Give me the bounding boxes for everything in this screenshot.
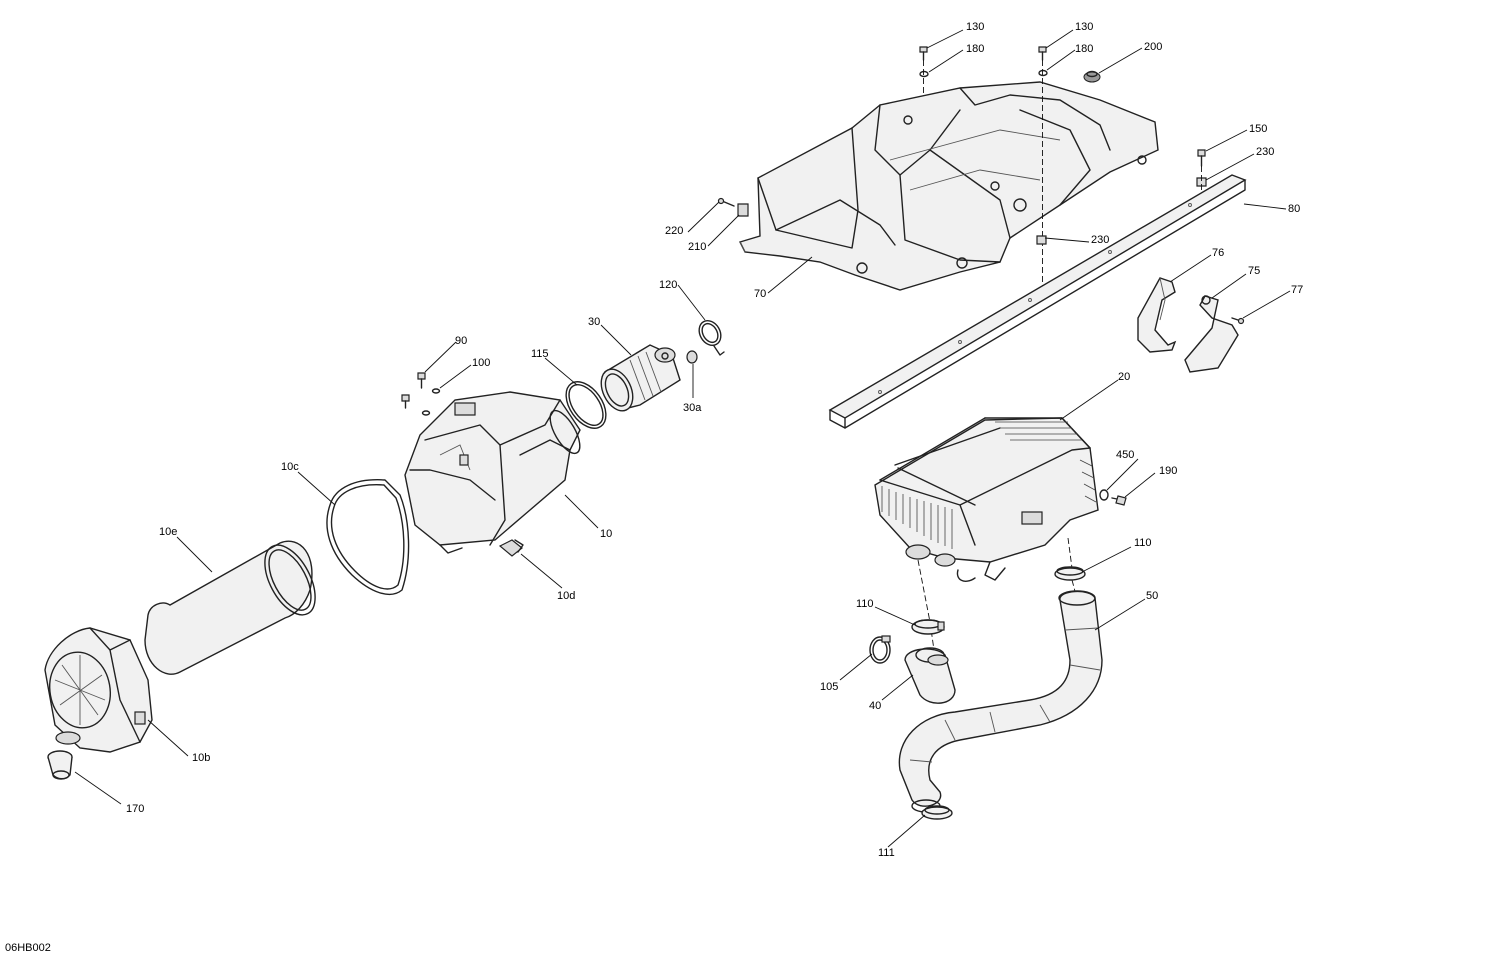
part-170-valve bbox=[47, 750, 73, 780]
label-10c: 10c bbox=[281, 461, 299, 473]
washer-100 bbox=[431, 388, 441, 394]
grommet-200 bbox=[1083, 70, 1101, 83]
label-120: 120 bbox=[659, 279, 677, 291]
label-75: 75 bbox=[1248, 265, 1260, 277]
diagram-code: 06HB002 bbox=[5, 942, 51, 954]
label-10d: 10d bbox=[557, 590, 575, 602]
label-100: 100 bbox=[472, 357, 490, 369]
cover-ribs bbox=[54, 655, 106, 725]
label-130-left: 130 bbox=[966, 21, 984, 33]
clamp-120 bbox=[698, 319, 725, 356]
washer-100-b bbox=[421, 410, 431, 416]
part-76-bracket bbox=[1137, 277, 1177, 353]
label-230-top: 230 bbox=[1256, 146, 1274, 158]
clamp-110-right bbox=[1054, 566, 1086, 581]
part-20-intercooler bbox=[874, 417, 1099, 582]
part-80-mounting-bar bbox=[828, 174, 1247, 429]
washer-180-right bbox=[1038, 69, 1048, 77]
clamp-111 bbox=[921, 805, 953, 820]
label-77: 77 bbox=[1291, 284, 1303, 296]
label-105: 105 bbox=[820, 681, 838, 693]
label-20: 20 bbox=[1118, 371, 1130, 383]
label-90: 90 bbox=[455, 335, 467, 347]
part-10c-gasket bbox=[326, 479, 410, 595]
label-110-right: 110 bbox=[1134, 537, 1152, 549]
label-180-right: 180 bbox=[1075, 43, 1093, 55]
label-10b: 10b bbox=[192, 752, 210, 764]
part-30-intake-adapter bbox=[600, 344, 681, 412]
label-115: 115 bbox=[531, 348, 549, 360]
label-30: 30 bbox=[588, 316, 600, 328]
clamp-110-left bbox=[911, 619, 945, 635]
label-170: 170 bbox=[126, 803, 144, 815]
label-190: 190 bbox=[1159, 465, 1177, 477]
part-10b-cover bbox=[44, 627, 153, 753]
leader-lines bbox=[74, 29, 1291, 848]
label-80: 80 bbox=[1288, 203, 1300, 215]
washer-180-left bbox=[919, 70, 929, 78]
label-150: 150 bbox=[1249, 123, 1267, 135]
label-10e: 10e bbox=[159, 526, 177, 538]
bolt-150 bbox=[1197, 149, 1206, 167]
label-76: 76 bbox=[1212, 247, 1224, 259]
label-200: 200 bbox=[1144, 41, 1162, 53]
washer-450 bbox=[1099, 489, 1109, 501]
bolt-190 bbox=[1111, 495, 1127, 506]
part-40-elbow bbox=[904, 647, 956, 704]
label-220: 220 bbox=[665, 225, 683, 237]
part-10-airbox bbox=[404, 391, 581, 554]
clip-210 bbox=[737, 203, 749, 217]
label-40: 40 bbox=[869, 700, 881, 712]
label-111: 111 bbox=[878, 847, 895, 859]
part-30a-fitting bbox=[686, 350, 698, 364]
part-50-hose bbox=[898, 590, 1103, 813]
nut-230-lower bbox=[1036, 235, 1047, 245]
label-230-lower: 230 bbox=[1091, 234, 1109, 246]
part-75-bracket bbox=[1184, 295, 1239, 373]
clamp-105 bbox=[869, 635, 891, 664]
label-180-left: 180 bbox=[966, 43, 984, 55]
part-labels: 130 180 130 180 200 150 230 80 220 210 2… bbox=[126, 21, 1303, 859]
screw-220 bbox=[717, 197, 735, 207]
label-450: 450 bbox=[1116, 449, 1134, 461]
label-30a: 30a bbox=[683, 402, 702, 414]
part-10e-filter bbox=[144, 540, 316, 675]
bolt-130-left bbox=[919, 46, 928, 61]
clamp-115 bbox=[565, 381, 607, 429]
intercooler-fins bbox=[881, 421, 1097, 549]
label-130-right: 130 bbox=[1075, 21, 1093, 33]
label-70: 70 bbox=[754, 288, 766, 300]
bolt-130-right bbox=[1038, 46, 1047, 61]
screw-90 bbox=[417, 372, 426, 389]
screw-77 bbox=[1231, 317, 1245, 325]
screw-90-b bbox=[401, 394, 410, 409]
label-210: 210 bbox=[688, 241, 706, 253]
label-110-left: 110 bbox=[856, 598, 874, 610]
label-10: 10 bbox=[600, 528, 612, 540]
label-50: 50 bbox=[1146, 590, 1158, 602]
part-10d-clip bbox=[498, 539, 524, 557]
nut-230-top bbox=[1196, 177, 1207, 187]
part-70-duct-support bbox=[739, 81, 1159, 291]
